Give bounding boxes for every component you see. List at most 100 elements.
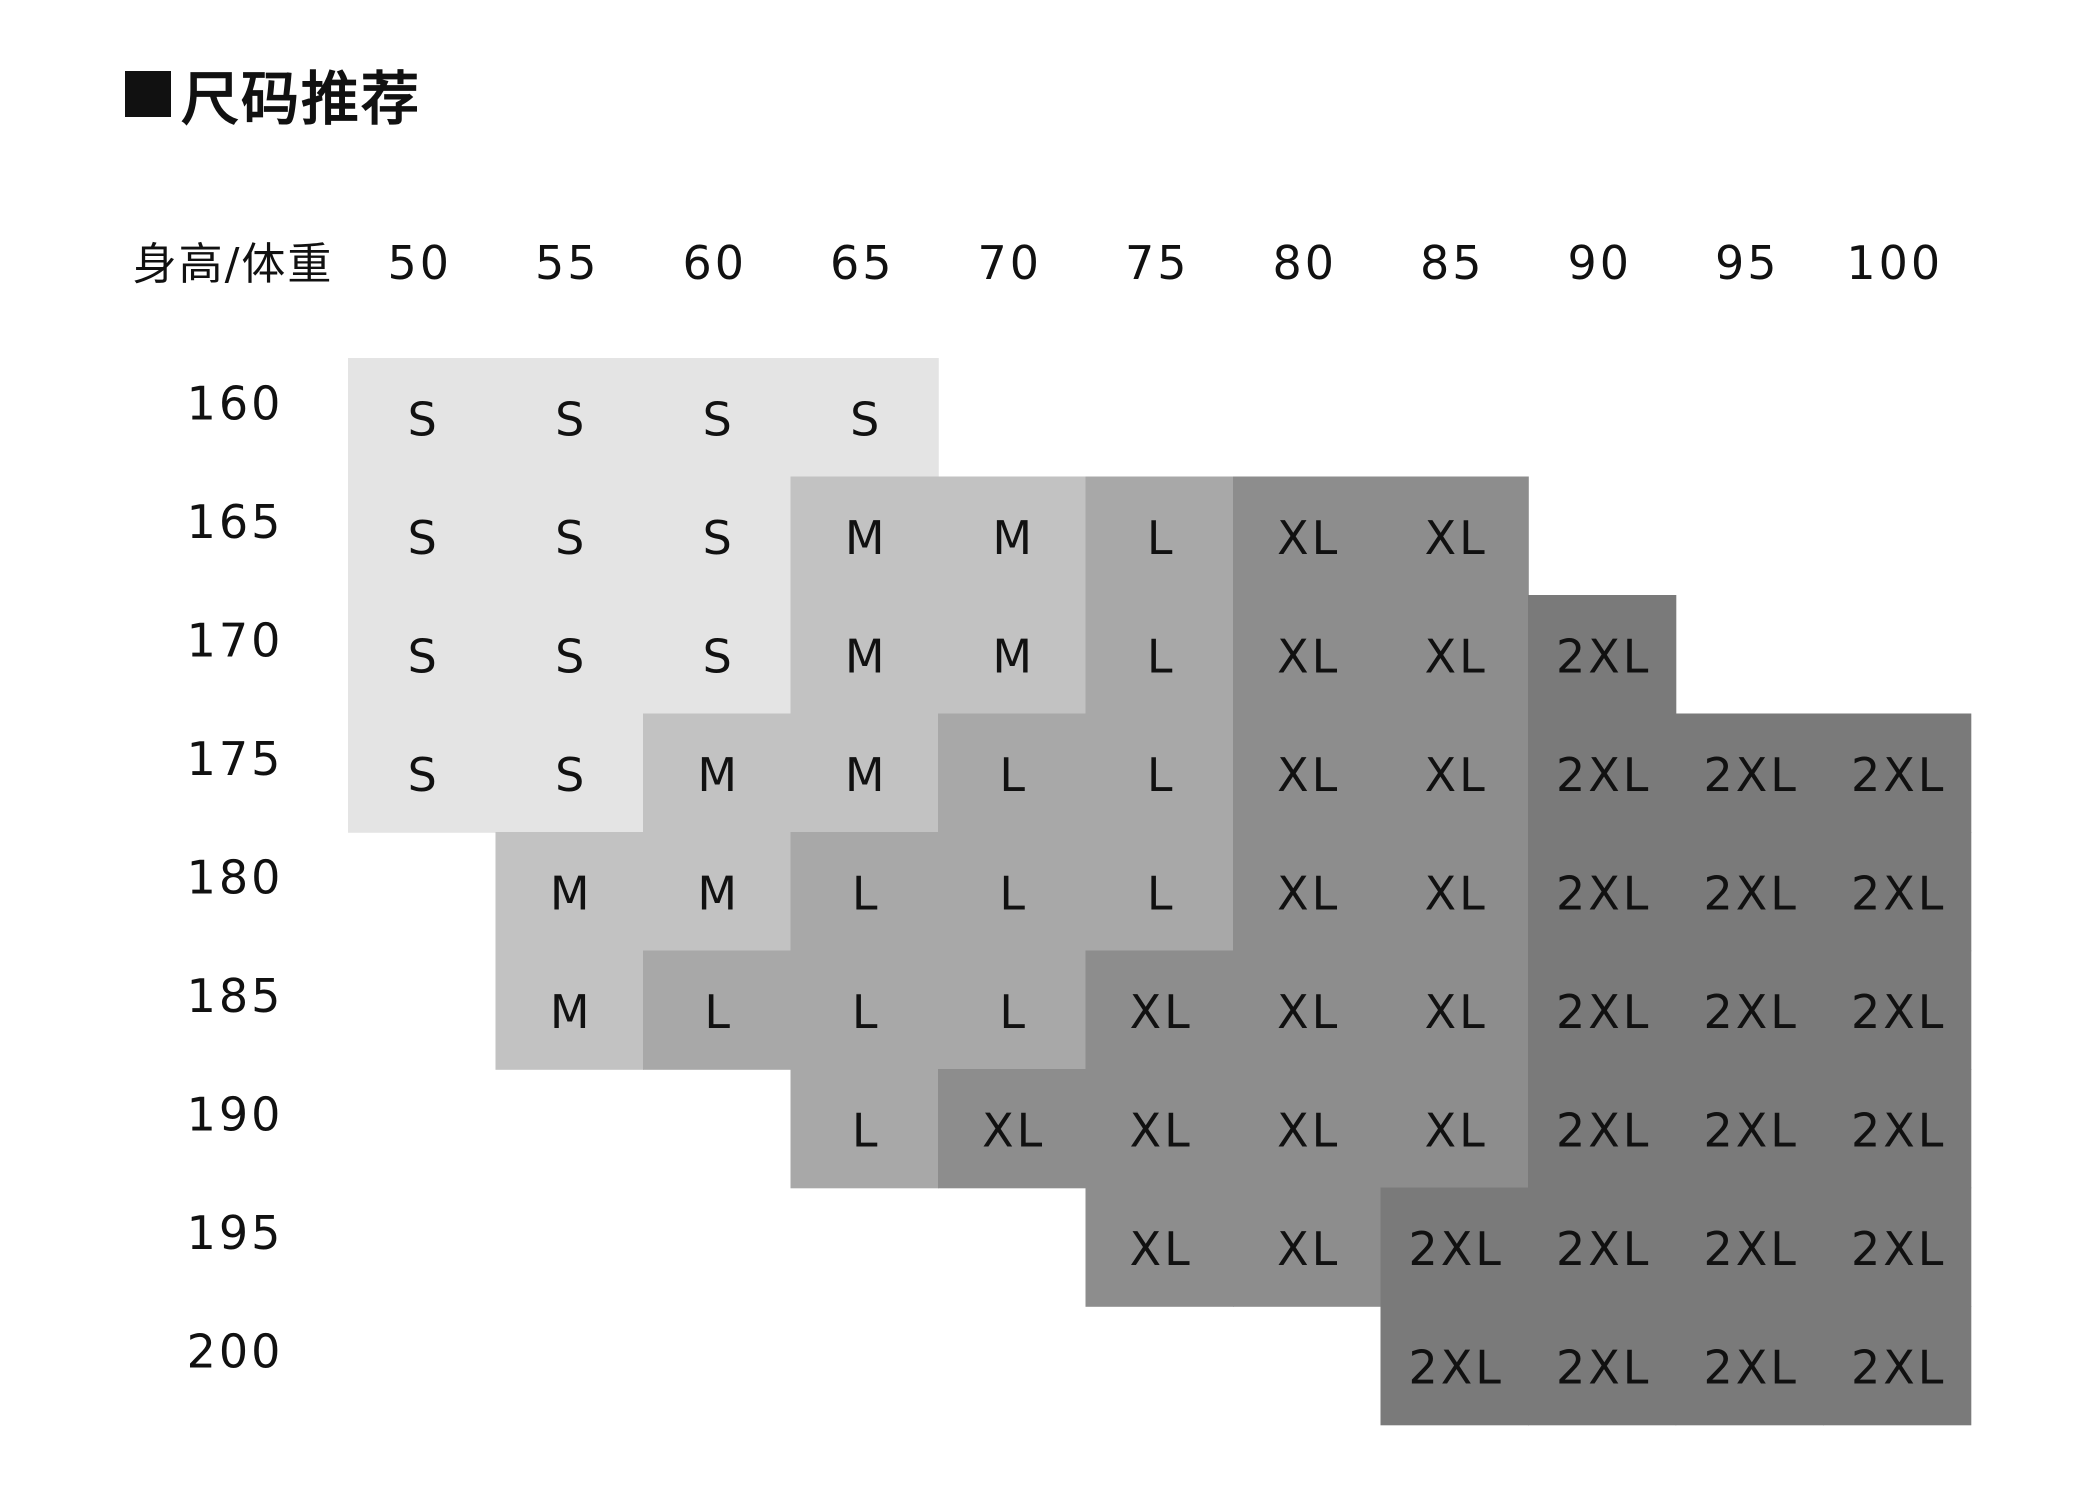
size-cell xyxy=(1675,950,1824,1070)
size-cell xyxy=(1380,1069,1529,1189)
size-cell xyxy=(1675,1187,1824,1307)
size-label: S xyxy=(703,392,735,446)
height-label: 200 xyxy=(187,1324,284,1378)
size-cell xyxy=(1528,1306,1677,1426)
size-label: 2XL xyxy=(1704,985,1799,1039)
size-label: XL xyxy=(1425,1103,1488,1157)
size-label: M xyxy=(550,985,593,1039)
size-cell xyxy=(790,358,939,478)
size-cell xyxy=(1085,832,1234,952)
size-label: L xyxy=(999,866,1028,920)
size-cell xyxy=(1823,1187,1972,1307)
size-cell xyxy=(790,832,939,952)
size-cell xyxy=(1823,1306,1972,1426)
size-cell xyxy=(495,832,644,952)
height-label: 185 xyxy=(187,969,284,1023)
size-cell xyxy=(1233,476,1382,596)
size-cell xyxy=(495,713,644,833)
size-label: S xyxy=(408,511,440,565)
size-label: M xyxy=(550,866,593,920)
size-label: S xyxy=(555,748,587,802)
size-label: M xyxy=(845,629,888,683)
size-cell xyxy=(1528,1187,1677,1307)
size-label: XL xyxy=(1277,1103,1340,1157)
size-cell xyxy=(643,832,792,952)
size-label: M xyxy=(697,748,740,802)
size-label: XL xyxy=(1425,866,1488,920)
size-label: XL xyxy=(1425,985,1488,1039)
size-cell xyxy=(1233,950,1382,1070)
size-cell xyxy=(790,476,939,596)
size-label: 2XL xyxy=(1704,1222,1799,1276)
size-cell xyxy=(1675,1069,1824,1189)
size-cell xyxy=(1380,713,1529,833)
size-cell xyxy=(938,595,1087,715)
cell-layer xyxy=(348,358,1972,1426)
size-cell xyxy=(348,476,497,596)
size-cell xyxy=(1823,832,1972,952)
size-cell xyxy=(1675,713,1824,833)
height-label: 190 xyxy=(187,1087,284,1141)
weight-header: 60 xyxy=(682,236,747,290)
size-label: M xyxy=(845,511,888,565)
size-label: XL xyxy=(1130,985,1193,1039)
size-label: 2XL xyxy=(1704,748,1799,802)
size-cell xyxy=(1085,595,1234,715)
weight-header: 65 xyxy=(830,236,895,290)
size-cell xyxy=(1380,595,1529,715)
size-cell xyxy=(348,358,497,478)
size-label: L xyxy=(852,1103,881,1157)
height-label: 170 xyxy=(187,613,284,667)
size-cell xyxy=(790,950,939,1070)
size-cell xyxy=(938,950,1087,1070)
size-cell xyxy=(938,476,1087,596)
size-label: L xyxy=(1147,629,1176,683)
size-cell xyxy=(1233,1187,1382,1307)
size-cell xyxy=(1085,950,1234,1070)
size-cell xyxy=(1528,713,1677,833)
size-label: 2XL xyxy=(1556,1103,1651,1157)
size-label: 2XL xyxy=(1704,1103,1799,1157)
size-label: 2XL xyxy=(1556,1340,1651,1394)
size-label: S xyxy=(555,392,587,446)
size-cell xyxy=(348,713,497,833)
title-square-icon xyxy=(125,71,171,117)
size-cell xyxy=(790,595,939,715)
size-label: 2XL xyxy=(1851,1222,1946,1276)
size-cell xyxy=(643,358,792,478)
size-label: L xyxy=(1147,511,1176,565)
size-cell xyxy=(1380,832,1529,952)
size-label: S xyxy=(703,629,735,683)
size-cell xyxy=(1085,476,1234,596)
size-label: 2XL xyxy=(1556,629,1651,683)
size-label: S xyxy=(408,748,440,802)
size-cell xyxy=(1233,595,1382,715)
page-title: 尺码推荐 xyxy=(125,54,421,134)
size-label: 2XL xyxy=(1556,866,1651,920)
size-label: 2XL xyxy=(1556,1222,1651,1276)
size-cell xyxy=(1675,1306,1824,1426)
size-cell xyxy=(1380,1187,1529,1307)
height-label: 195 xyxy=(187,1206,284,1260)
size-label: 2XL xyxy=(1851,748,1946,802)
size-cell xyxy=(643,595,792,715)
size-cell xyxy=(1233,713,1382,833)
size-cell xyxy=(1085,713,1234,833)
size-cell xyxy=(1380,950,1529,1070)
corner-label: 身高/体重 xyxy=(133,239,334,290)
size-cell xyxy=(1528,832,1677,952)
weight-header: 55 xyxy=(535,236,600,290)
size-label: S xyxy=(555,511,587,565)
size-label: XL xyxy=(1425,629,1488,683)
size-label: XL xyxy=(1277,629,1340,683)
size-cell xyxy=(1085,1187,1234,1307)
size-label: L xyxy=(704,985,733,1039)
size-cell xyxy=(938,713,1087,833)
size-label: L xyxy=(1147,866,1176,920)
weight-header: 95 xyxy=(1715,236,1780,290)
size-cell xyxy=(348,595,497,715)
weight-header: 70 xyxy=(977,236,1042,290)
size-cell xyxy=(495,950,644,1070)
size-label: L xyxy=(852,866,881,920)
